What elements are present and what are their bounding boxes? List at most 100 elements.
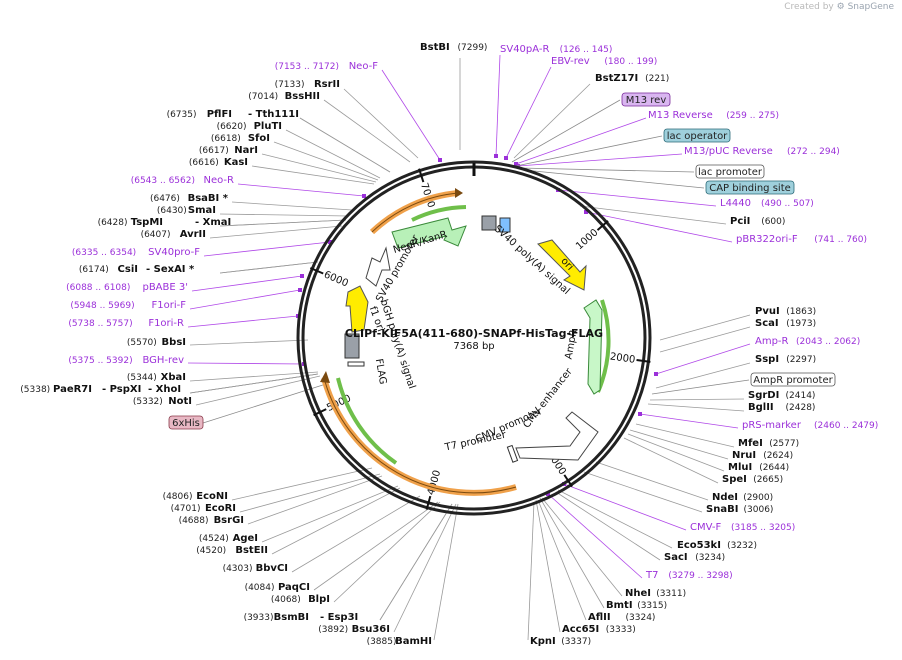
restriction-site[interactable]: EcoRI(4701) (171, 503, 236, 514)
restriction-site[interactable]: Bsu36I(3892) (318, 624, 390, 635)
primer[interactable]: M13 Reverse(259 .. 275) (648, 110, 779, 121)
restriction-site[interactable]: BbvCI(4303) (223, 563, 288, 574)
restriction-site[interactable]: KpnI(3337) (530, 636, 591, 647)
leader-line (189, 339, 309, 346)
restriction-site[interactable]: BssHII(7014) (248, 91, 320, 102)
restriction-site[interactable]: Eco53kI(3232) (677, 540, 757, 551)
primer[interactable]: CMV-F(3185 .. 3205) (690, 522, 795, 533)
leader-line (261, 153, 377, 183)
primer[interactable]: L4440(490 .. 507) (720, 198, 814, 209)
restriction-site[interactable]: MluI(2644) (728, 462, 789, 473)
restriction-site[interactable]: AgeI(4524) (199, 533, 258, 544)
restriction-site[interactable]: - PspXI (102, 384, 141, 395)
restriction-site[interactable]: - SexAI * (146, 264, 195, 275)
restriction-site[interactable]: ScaI(1973) (755, 318, 816, 329)
restriction-site[interactable]: BsrGI(4688) (179, 515, 244, 526)
primer[interactable]: BGH-rev(5375 .. 5392) (68, 355, 184, 366)
restriction-site[interactable]: XbaI(5344) (127, 372, 186, 383)
feature-box[interactable]: 6xHis (168, 415, 204, 430)
restriction-site[interactable]: RsrII(7133) (275, 79, 340, 90)
restriction-site[interactable]: PluTI(6620) (217, 121, 282, 132)
primer[interactable]: Neo-R(6543 .. 6562) (131, 175, 234, 186)
primer-marker (516, 164, 520, 168)
primer[interactable]: pBR322ori-F(741 .. 760) (736, 234, 867, 245)
restriction-site[interactable]: CsiI(6174) (79, 264, 138, 275)
leader-line (623, 437, 719, 484)
restriction-site[interactable]: BglII(2428) (748, 402, 815, 413)
restriction-site[interactable]: SfoI(6618) (211, 133, 270, 144)
restriction-site[interactable]: PaeR7I(5338) (20, 384, 92, 395)
leader-line (379, 503, 453, 621)
restriction-site[interactable]: PvuI(1863) (755, 306, 816, 317)
restriction-site[interactable]: - Tth111I (248, 109, 299, 120)
restriction-site[interactable]: AvrII(6407) (141, 229, 206, 240)
sv40-polya-stripe (499, 217, 511, 233)
snap-arc (336, 377, 398, 465)
restriction-site[interactable]: SspI(2297) (755, 354, 816, 365)
restriction-site[interactable]: PaqCI(4084) (245, 582, 310, 593)
primer[interactable]: M13/pUC Reverse(272 .. 294) (684, 146, 840, 157)
primer-name: SV40pA-R (500, 44, 549, 55)
feature-box[interactable]: M13 rev (621, 92, 671, 107)
restriction-site[interactable]: PciI(600) (730, 216, 785, 227)
site-position: (3315) (637, 601, 667, 611)
site-position: (3324) (626, 613, 656, 623)
restriction-site[interactable]: KasI(6616) (189, 157, 248, 168)
restriction-site[interactable]: SpeI(2665) (722, 474, 783, 485)
restriction-site[interactable]: - XmaI (195, 217, 231, 228)
leader-line (517, 153, 683, 167)
restriction-site[interactable]: BstZ17I(221) (595, 73, 669, 84)
primer[interactable]: SV40pA-R(126 .. 145) (500, 44, 612, 55)
restriction-site[interactable]: BbsI(5570) (127, 337, 186, 348)
site-position: (6430) (157, 206, 187, 216)
leader-line (557, 489, 673, 549)
feature-box[interactable]: AmpR promoter (750, 372, 836, 387)
restriction-site[interactable]: AflII(3324) (588, 612, 655, 623)
restriction-site[interactable]: - Esp3I (320, 612, 358, 623)
primer[interactable]: pRS-marker(2460 .. 2479) (742, 420, 878, 431)
primer[interactable]: T7(3279 .. 3298) (645, 570, 733, 581)
restriction-site[interactable]: SnaBI(3006) (706, 504, 773, 515)
restriction-site[interactable]: MfeI(2577) (738, 438, 799, 449)
restriction-site[interactable]: BstBI(7299) (420, 42, 487, 53)
kif5a-arc-edge (323, 377, 517, 494)
feature-box[interactable]: lac promoter (695, 164, 765, 179)
feature-box-frame (168, 415, 204, 430)
restriction-site[interactable]: PflFI(6735) (167, 109, 232, 120)
restriction-site[interactable]: BsmBI(3933) (244, 612, 309, 623)
primer[interactable]: Amp-R(2043 .. 2062) (755, 336, 860, 347)
primer[interactable]: F1ori-F(5948 .. 5969) (70, 300, 186, 311)
restriction-site[interactable]: NruI(2624) (732, 450, 793, 461)
primer[interactable]: Neo-F(7153 .. 7172) (275, 61, 379, 72)
restriction-site[interactable]: SgrDI(2414) (748, 390, 815, 401)
primer[interactable]: F1ori-R(5738 .. 5757) (68, 318, 184, 329)
restriction-site[interactable]: NdeI(2900) (712, 492, 773, 503)
primer[interactable]: EBV-rev(180 .. 199) (551, 56, 657, 67)
primer-range: (272 .. 294) (787, 147, 840, 157)
primer[interactable]: SV40pro-F(6335 .. 6354) (72, 247, 200, 258)
restriction-site[interactable]: SacI(3234) (664, 552, 725, 563)
restriction-site[interactable]: BlpI(4068) (271, 594, 330, 605)
restriction-site[interactable]: BstEII(4520) (196, 545, 268, 556)
restriction-site[interactable]: NotI(5332) (133, 396, 192, 407)
site-name: - SexAI * (146, 264, 195, 275)
restriction-site[interactable]: TspMI(6428) (98, 217, 163, 228)
restriction-site[interactable]: BmtI(3315) (606, 600, 667, 611)
restriction-site[interactable]: SmaI(6430) (157, 205, 216, 216)
restriction-site[interactable]: - XhoI (148, 384, 181, 395)
restriction-site[interactable]: EcoNI(4806) (163, 491, 228, 502)
feature-box[interactable]: lac operator (663, 128, 731, 143)
restriction-site[interactable]: NheI(3311) (625, 588, 686, 599)
tick-mark (636, 359, 651, 363)
flag-label: FLAG (373, 358, 388, 385)
clip-tag-arrow-icon (455, 188, 463, 198)
restriction-site[interactable]: BsaBI *(6476) (150, 193, 229, 204)
site-position: (7014) (248, 92, 278, 102)
restriction-site[interactable]: NarI(6617) (199, 145, 258, 156)
feature-box[interactable]: CAP binding site (705, 180, 795, 195)
restriction-site[interactable]: BamHI(3885) (367, 636, 432, 647)
restriction-site[interactable]: Acc65I(3333) (562, 624, 636, 635)
primer[interactable]: pBABE 3'(6088 .. 6108) (66, 282, 188, 293)
site-position: (3885) (367, 637, 397, 647)
site-position: (600) (761, 217, 785, 227)
